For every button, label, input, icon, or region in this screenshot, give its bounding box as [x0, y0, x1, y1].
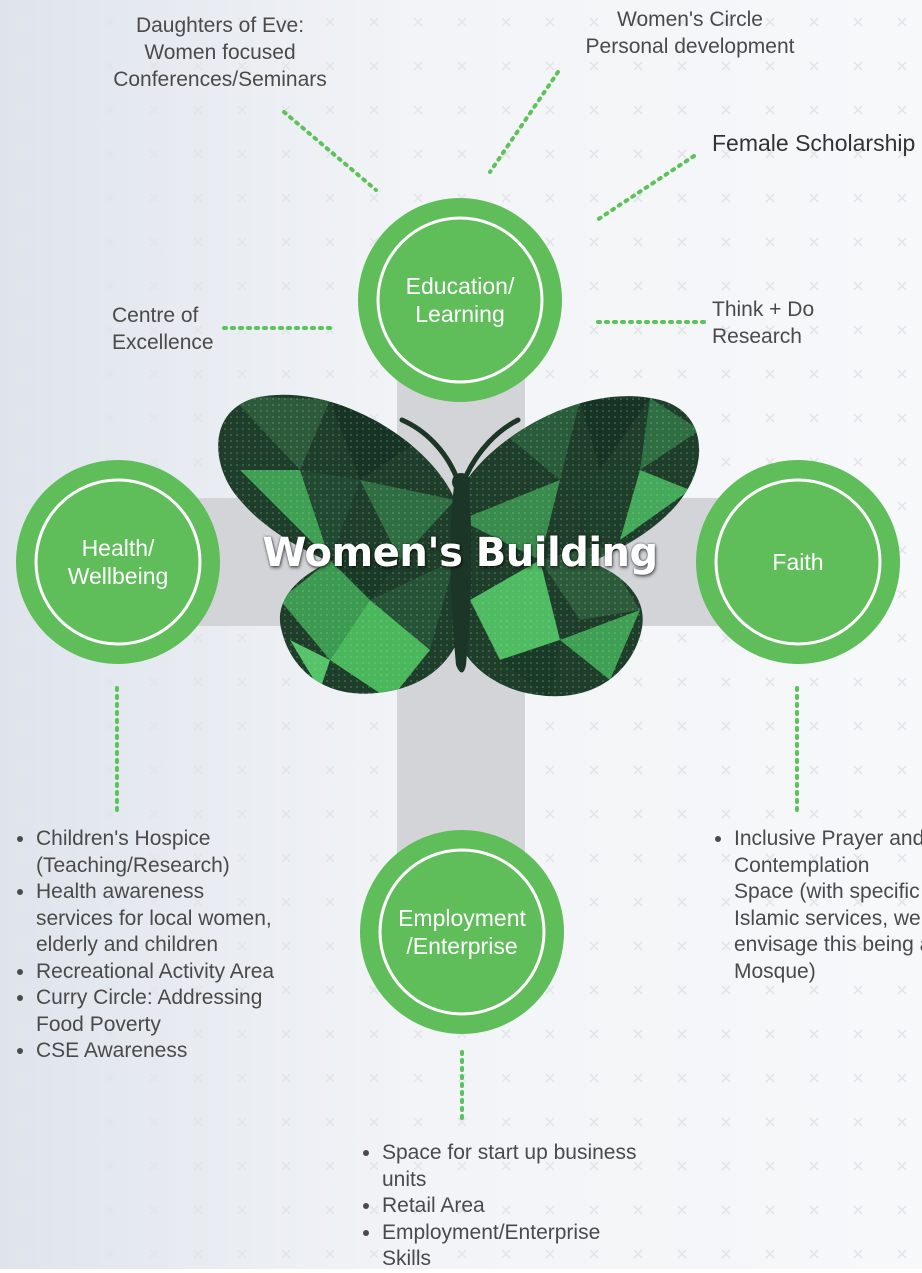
- health-list: Children's Hospice (Teaching/Research) H…: [10, 826, 276, 1065]
- list-item: Health awareness services for local wome…: [36, 879, 276, 959]
- connectors: [115, 70, 799, 1124]
- hub-health-label: Health/ Wellbeing: [67, 535, 169, 589]
- branch-think-do-research: Think + Do Research: [712, 298, 815, 348]
- list-item: Curry Circle: Addressing Food Poverty: [36, 985, 276, 1038]
- list-item: Children's Hospice (Teaching/Research): [36, 826, 276, 879]
- hub-faith: [696, 460, 900, 664]
- branch-female-scholarship: Female Scholarship: [712, 130, 916, 156]
- list-item: Inclusive Prayer and Contemplation Space…: [734, 826, 922, 985]
- list-item: Space for start up business units: [382, 1140, 652, 1193]
- hub-education-label: Education/ Learning: [405, 273, 515, 327]
- faith-list: Inclusive Prayer and Contemplation Space…: [708, 826, 922, 985]
- list-item: Retail Area: [382, 1193, 652, 1220]
- hub-employment: [360, 830, 564, 1034]
- branch-womens-circle: Women's Circle Personal development: [585, 8, 795, 58]
- branch-centre-of-excellence: Centre of Excellence: [112, 304, 214, 354]
- hub-employment-label: Employment /Enterprise: [398, 905, 526, 959]
- employment-list: Space for start up business units Retail…: [356, 1140, 652, 1273]
- hub-education: [358, 198, 562, 402]
- branch-daughters-of-eve: Daughters of Eve: Women focused Conferen…: [113, 14, 327, 91]
- diagram-title: Women's Building: [262, 530, 658, 576]
- list-item: Employment/Enterprise Skills: [382, 1220, 652, 1273]
- connector-scholarship: [592, 154, 696, 224]
- hub-health: [16, 460, 220, 664]
- list-item: Recreational Activity Area: [36, 959, 276, 986]
- hub-faith-label: Faith: [772, 549, 824, 575]
- list-item: CSE Awareness: [36, 1038, 276, 1065]
